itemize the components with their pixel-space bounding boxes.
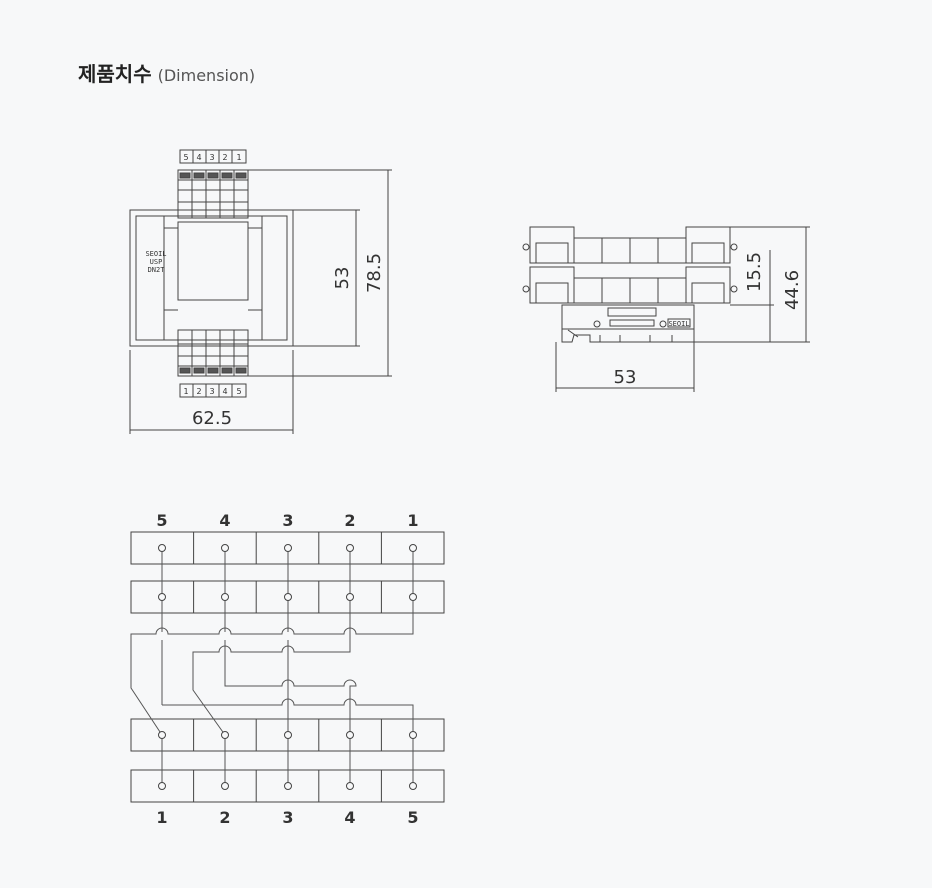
wiring-bottom-pin: 4 xyxy=(344,808,355,827)
dim-inner-height-label: 53 xyxy=(332,267,353,290)
top-terminal-block xyxy=(177,169,249,219)
side-dim-total-height-label: 44.6 xyxy=(782,270,803,310)
wiring-bottom-pin: 2 xyxy=(219,808,230,827)
wiring-top-pin: 4 xyxy=(219,511,230,530)
wiring-top-pin: 3 xyxy=(282,511,293,530)
title-english: (Dimension) xyxy=(157,66,256,85)
top-terminal-label: 4 xyxy=(196,153,201,162)
top-terminal-label: 3 xyxy=(209,153,214,162)
side-view: SEOIL 53 15.5 44.6 xyxy=(522,226,810,392)
side-dim-width-label: 53 xyxy=(614,367,637,388)
wiring-bottom-pin: 5 xyxy=(407,808,418,827)
brand-line: DN2T xyxy=(148,266,166,274)
wiring-top-pin: 2 xyxy=(344,511,355,530)
title-korean: 제품치수 xyxy=(78,62,152,86)
dim-width-label: 62.5 xyxy=(192,408,232,429)
bottom-terminal-label: 2 xyxy=(196,387,201,396)
wiring-bottom-pin: 3 xyxy=(282,808,293,827)
wiring-diagram: 5 4 3 2 1 xyxy=(130,511,445,827)
dim-total-height-label: 78.5 xyxy=(364,253,385,293)
housing: SEOIL USP DN2T xyxy=(129,209,294,347)
front-view: 5 4 3 2 1 xyxy=(129,149,392,434)
bottom-terminal-label-box: 1 2 3 4 5 xyxy=(179,383,247,398)
front-dimensions: 62.5 53 78.5 xyxy=(129,169,392,434)
side-dim-step-label: 15.5 xyxy=(744,252,765,292)
side-dimensions: 53 15.5 44.6 xyxy=(555,226,810,392)
terminal-screws xyxy=(158,544,417,790)
top-terminal-label: 2 xyxy=(222,153,227,162)
side-brand-label: SEOIL xyxy=(668,320,689,328)
wires xyxy=(130,548,414,786)
wiring-bottom-pin: 1 xyxy=(156,808,167,827)
wiring-top-pin: 5 xyxy=(156,511,167,530)
top-terminal-label: 1 xyxy=(236,153,241,162)
section-title: 제품치수 (Dimension) xyxy=(78,58,255,87)
bottom-terminal-label: 5 xyxy=(236,387,241,396)
brand-line: SEOIL xyxy=(145,250,166,258)
bottom-terminal-label: 1 xyxy=(183,387,188,396)
bottom-terminal-label: 3 xyxy=(209,387,214,396)
top-terminal-label-box: 5 4 3 2 1 xyxy=(179,149,247,164)
bottom-terminal-block xyxy=(177,329,249,377)
wiring-top-pin: 1 xyxy=(407,511,418,530)
bottom-terminal-label: 4 xyxy=(222,387,227,396)
brand-line: USP xyxy=(150,258,163,266)
top-terminal-label: 5 xyxy=(183,153,188,162)
